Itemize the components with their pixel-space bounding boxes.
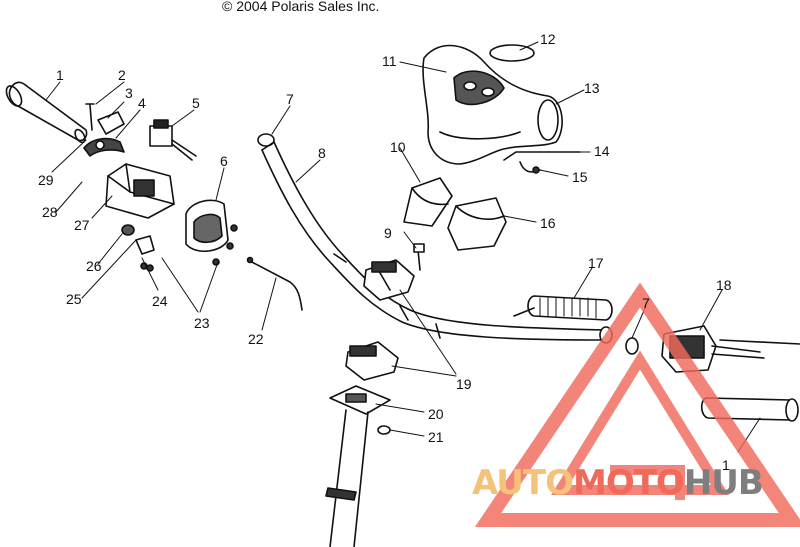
- callout-label: 14: [594, 143, 610, 159]
- callout-label: 10: [390, 139, 406, 155]
- callout-label: 8: [318, 145, 326, 161]
- watermark-text: AUTOMOTOHUB: [472, 463, 764, 503]
- callout-label: 24: [152, 293, 168, 309]
- watermark-part-hub: HUB: [683, 463, 764, 503]
- bushing-26: [121, 224, 135, 236]
- copyright-notice: © 2004 Polaris Sales Inc.: [222, 0, 380, 14]
- callout-label: 5: [192, 95, 200, 111]
- callout-label: 25: [66, 291, 82, 307]
- callout-label: 2: [118, 67, 126, 83]
- callout-label: 11: [382, 53, 397, 69]
- left-grip: [5, 81, 88, 144]
- callout-label: 16: [540, 215, 556, 231]
- cover-24: [135, 235, 155, 255]
- callout-label: 7: [286, 91, 294, 107]
- callout-label: 20: [428, 406, 444, 422]
- watermark-part-moto: MOTO: [572, 463, 685, 503]
- bolt-9: [413, 243, 425, 271]
- callout-label: 7: [642, 295, 650, 311]
- screw-15: [532, 166, 540, 174]
- steering-post: [325, 409, 369, 547]
- callout-label: 9: [384, 225, 392, 241]
- cable-22: [246, 256, 303, 311]
- end-plug-7: [257, 133, 275, 147]
- handlebar-pod-cover: [422, 44, 563, 165]
- callout-label: 23: [194, 315, 210, 331]
- badge-12: [489, 44, 535, 62]
- callout-label: 18: [716, 277, 732, 293]
- callout-label: 12: [540, 31, 556, 47]
- callout-label: 27: [74, 217, 90, 233]
- callout-label: 26: [86, 258, 102, 274]
- end-plug-7-right: [625, 337, 639, 355]
- callout-label: 3: [125, 85, 133, 101]
- watermark-part-auto: AUTO: [472, 463, 574, 503]
- bar-clamp-upper-19: [363, 259, 415, 301]
- screw-part-2: [85, 103, 95, 131]
- callout-label: 13: [584, 80, 600, 96]
- switch-part-5: [149, 119, 197, 161]
- callout-label: 22: [248, 331, 264, 347]
- callout-label: 17: [588, 255, 604, 271]
- throttle-housing-27: [105, 163, 175, 219]
- callout-label: 15: [572, 169, 588, 185]
- clamp-part-3-4: [83, 111, 125, 157]
- callout-label: 29: [38, 172, 54, 188]
- callout-label: 1: [722, 457, 730, 473]
- callout-label: 4: [138, 95, 146, 111]
- nut-21: [377, 425, 391, 435]
- callout-label: 19: [456, 376, 472, 392]
- callout-label: 28: [42, 204, 58, 220]
- callout-label: 21: [428, 429, 444, 445]
- callout-label: 1: [56, 67, 64, 83]
- wire-14: [503, 151, 581, 173]
- grip-17: [513, 295, 613, 321]
- callout-label: 6: [220, 153, 228, 169]
- watermark-logo: [474, 282, 800, 527]
- housing-cover-6: [185, 199, 238, 266]
- bar-clamp-lower-19: [345, 341, 399, 381]
